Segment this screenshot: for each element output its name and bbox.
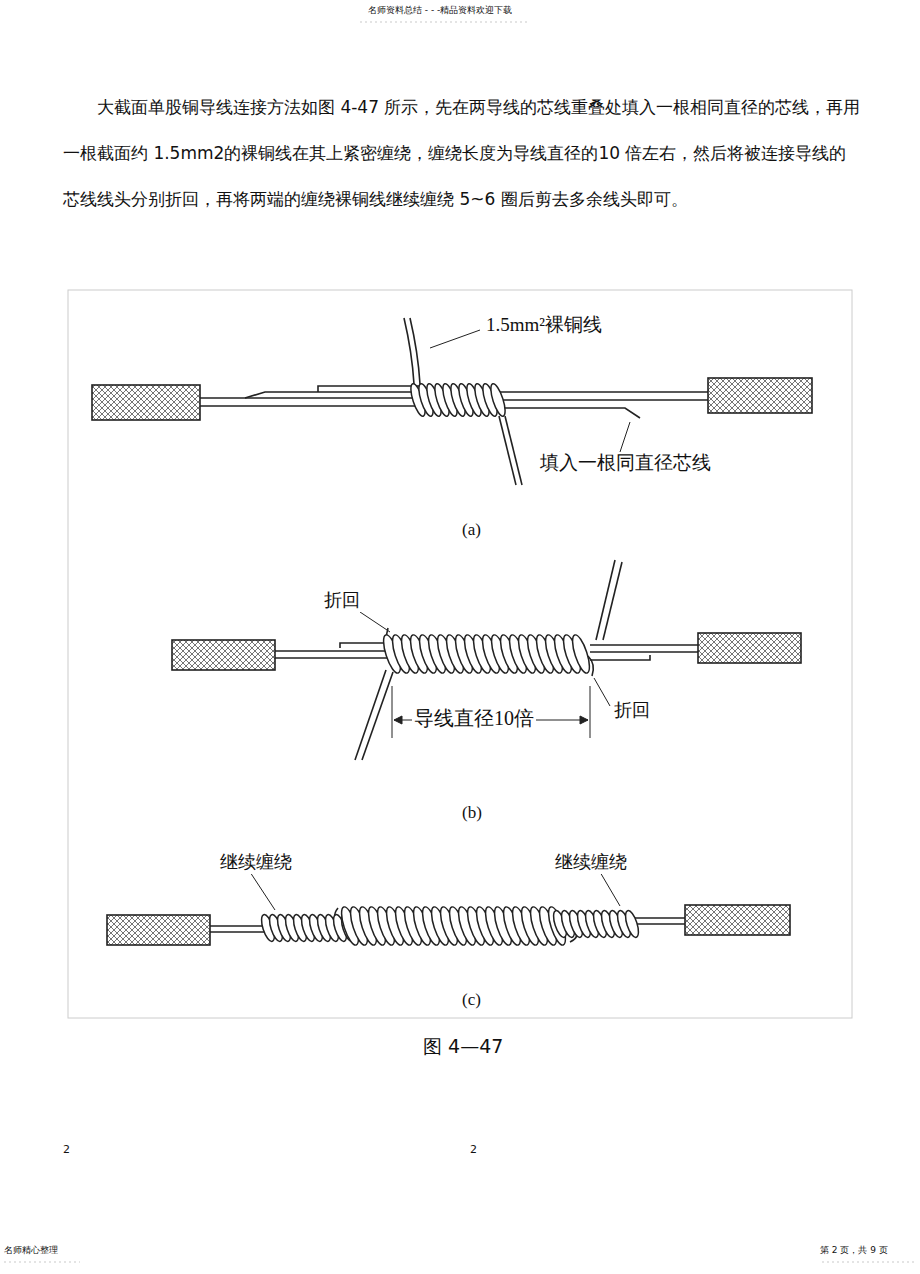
figure-caption: 图 4—47 <box>423 1035 503 1058</box>
page-header: 名师资料总结 - - -精品资料欢迎下载 <box>368 5 512 16</box>
coil-winding <box>569 633 593 675</box>
page-footer: 第 2 页，共 9 页 <box>820 1245 888 1256</box>
part-label: 继续缠绕 <box>553 852 629 874</box>
dimension-label: 导线直径10倍 <box>412 706 536 730</box>
coil-winding <box>623 909 641 939</box>
subfigure-label: (b) <box>462 803 482 823</box>
coil-winding <box>488 382 508 417</box>
page-number: 2 <box>63 1143 70 1156</box>
part-label: 折回 <box>612 700 652 722</box>
page-number: 2 <box>470 1143 477 1156</box>
part-label: 1.5mm²裸铜线 <box>484 314 604 337</box>
subfigure-label: (a) <box>462 520 481 540</box>
part-label: 填入一根同直径芯线 <box>538 452 713 475</box>
page-footer: 名师精心整理 <box>4 1245 58 1256</box>
body-paragraph: 大截面单股铜导线连接方法如图 4-47 所示，先在两导线的芯线重叠处填入一根相同… <box>63 84 863 222</box>
part-label: 继续缠绕 <box>218 852 294 874</box>
subfigure-label: (c) <box>462 990 481 1010</box>
part-label: 折回 <box>322 590 362 612</box>
